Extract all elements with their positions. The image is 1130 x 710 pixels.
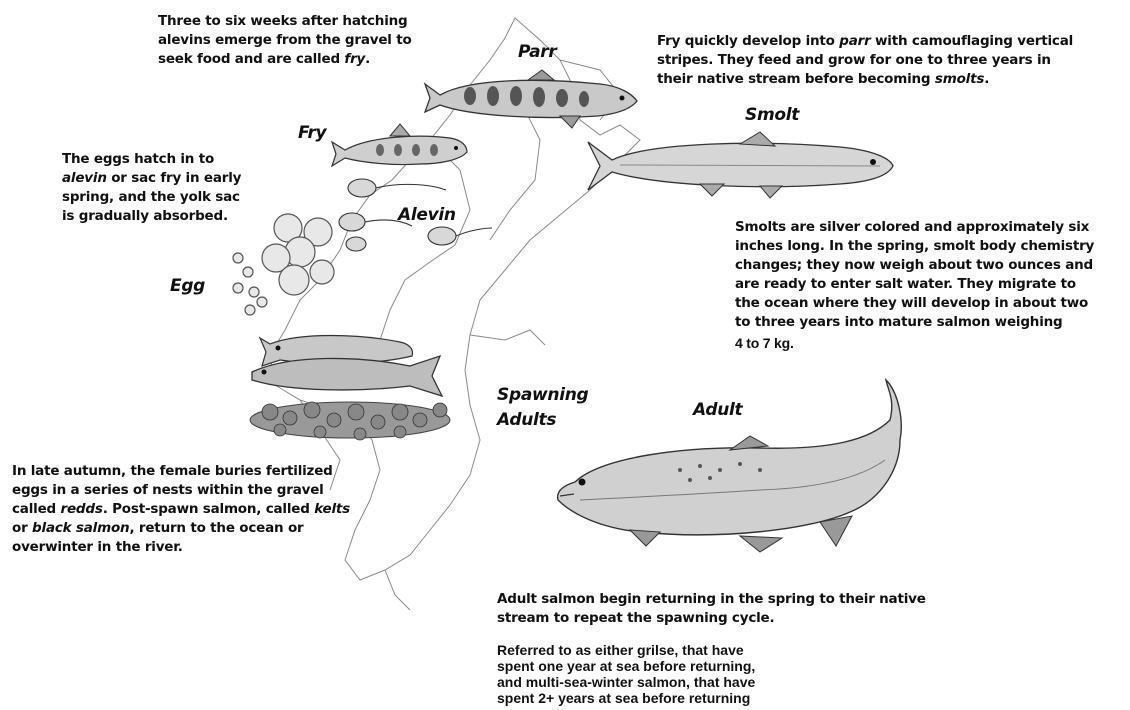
adult-description-line: Adult salmon begin returning in the spri… — [497, 590, 926, 609]
adult-note-line: spent one year at sea before returning, — [497, 658, 755, 674]
parr-fish-illustration — [425, 70, 637, 128]
smolt-label: Smolt — [745, 105, 799, 125]
smolt-description-line: to three years into mature salmon weighi… — [735, 313, 1094, 332]
fry-description-line: Three to six weeks after hatching — [158, 12, 412, 31]
parr-description-line: their native stream before becoming smol… — [657, 70, 1073, 89]
spawning-label: Spawning — [497, 385, 588, 405]
spawning-description-line: called redds. Post-spawn salmon, called … — [12, 500, 350, 519]
adult-description-line: stream to repeat the spawning cycle. — [497, 609, 926, 628]
smolt-description-line: changes; they now weigh about two ounces… — [735, 256, 1094, 275]
fry-description: Three to six weeks after hatching alevin… — [158, 12, 412, 69]
egg-cluster-illustration — [233, 214, 334, 315]
fry-label: Fry — [298, 123, 326, 143]
fry-description-line: alevins emerge from the gravel to — [158, 31, 412, 50]
smolt-description-line: Smolts are silver colored and approximat… — [735, 218, 1094, 237]
alevin-description: The eggs hatch in to alevin or sac fry i… — [62, 150, 241, 226]
adult-note-line: Referred to as either grilse, that have — [497, 642, 755, 658]
spawning-description-line: overwinter in the river. — [12, 538, 350, 557]
alevin-description-line: is gradually absorbed. — [62, 207, 241, 226]
spawning-description-line: eggs in a series of nests within the gra… — [12, 481, 350, 500]
spawning-adults-label: Adults — [497, 410, 556, 430]
alevin-description-line: spring, and the yolk sac — [62, 188, 241, 207]
spawning-description-line: or black salmon, return to the ocean or — [12, 519, 350, 538]
adult-label: Adult — [693, 400, 742, 420]
alevin-description-line: The eggs hatch in to — [62, 150, 241, 169]
parr-label: Parr — [518, 42, 556, 62]
fry-fish-illustration — [332, 124, 467, 166]
smolt-fish-illustration — [588, 132, 893, 198]
adult-grilse-note: Referred to as either grilse, that have … — [497, 642, 755, 706]
alevin-description-line: alevin or sac fry in early — [62, 169, 241, 188]
egg-label: Egg — [170, 276, 205, 296]
smolt-description-line: the ocean where they will develop in abo… — [735, 294, 1094, 313]
spawning-description: In late autumn, the female buries fertil… — [12, 462, 350, 557]
smolt-weight-note: 4 to 7 kg. — [735, 335, 1094, 351]
adult-description: Adult salmon begin returning in the spri… — [497, 590, 926, 628]
alevin-label: Alevin — [398, 205, 456, 225]
adult-note-line: spent 2+ years at sea before returning — [497, 690, 755, 706]
parr-description: Fry quickly develop into parr with camou… — [657, 32, 1073, 89]
smolt-description-line: are ready to enter salt water. They migr… — [735, 275, 1094, 294]
smolt-description: Smolts are silver colored and approximat… — [735, 218, 1094, 351]
parr-description-line: Fry quickly develop into parr with camou… — [657, 32, 1073, 51]
adult-note-line: and multi-sea-winter salmon, that have — [497, 674, 755, 690]
smolt-description-line: inches long. In the spring, smolt body c… — [735, 237, 1094, 256]
spawning-description-line: In late autumn, the female buries fertil… — [12, 462, 350, 481]
fry-description-line: seek food and are called fry. — [158, 50, 412, 69]
parr-description-line: stripes. They feed and grow for one to t… — [657, 51, 1073, 70]
